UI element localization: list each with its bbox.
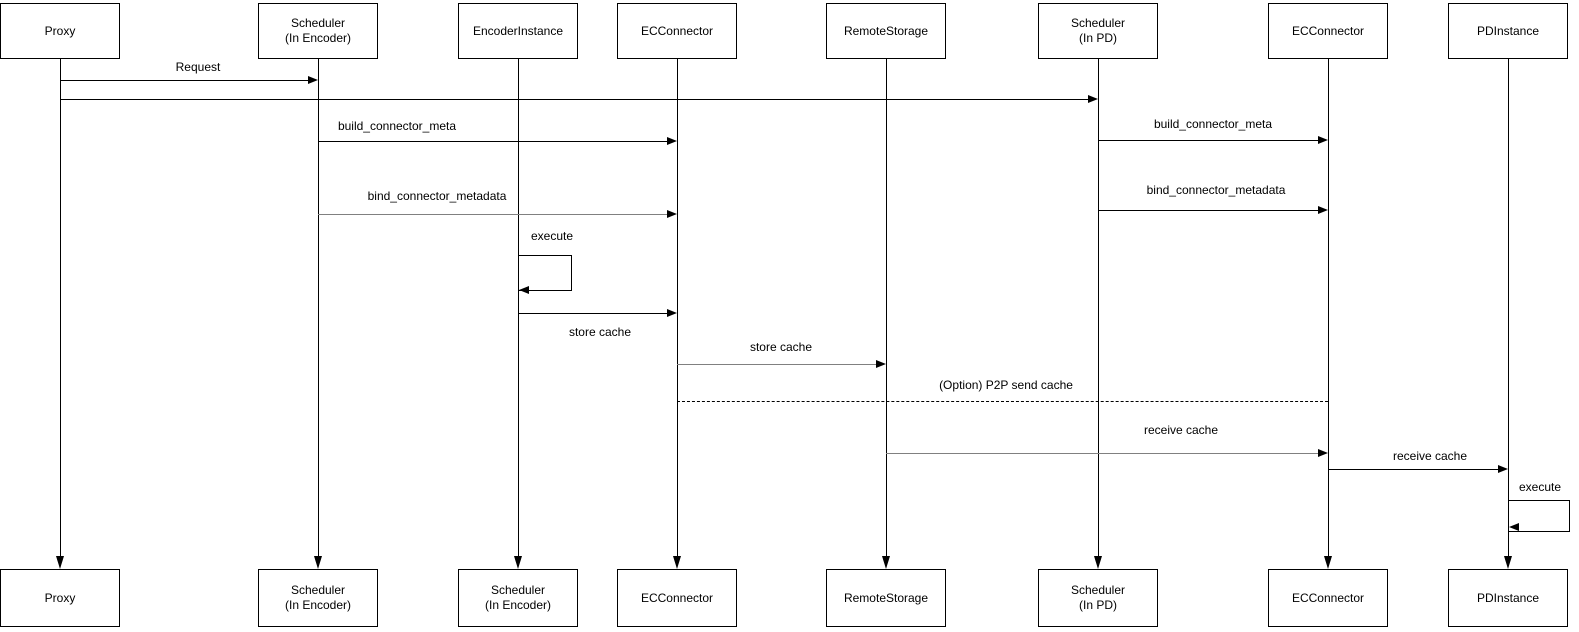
actor-label: Scheduler (In Encoder) [484,583,552,612]
actor-top-scheduler-in-encoder: Scheduler (In Encoder) [258,3,378,59]
actor-label: Scheduler (In Encoder) [284,583,352,612]
message-label-execute-encoder: execute [530,229,574,243]
actor-bottom-ec-connector-pd: ECConnector [1268,569,1388,627]
lifeline-end-arrow-icon [1324,556,1332,569]
lifeline-remote-storage [886,59,887,556]
message-label-receive-cache-remote: receive cache [1143,423,1219,437]
actor-top-ec-connector-encoder: ECConnector [617,3,737,59]
lifeline-pd-instance [1508,59,1509,556]
message-line-bind-connector-metadata-encoder [318,214,668,215]
actor-label: Scheduler (In PD) [1070,16,1126,45]
actor-label: Scheduler (In Encoder) [284,16,352,45]
actor-label: EncoderInstance [472,23,564,38]
arrowhead-right-icon [667,210,677,218]
actor-label: Proxy [44,23,76,38]
message-line-build-connector-meta-encoder [318,141,668,142]
actor-label: ECConnector [640,23,714,38]
actor-top-ec-connector-pd: ECConnector [1268,3,1388,59]
arrowhead-right-icon [1088,95,1098,103]
lifeline-end-arrow-icon [882,556,890,569]
actor-bottom-ec-connector-encoder: ECConnector [617,569,737,627]
lifeline-end-arrow-icon [56,556,64,569]
message-label-store-cache-remote: store cache [749,340,813,354]
message-label-execute-pd: execute [1518,480,1562,494]
lifeline-end-arrow-icon [1504,556,1512,569]
message-label-bind-connector-metadata-pd: bind_connector_metadata [1146,183,1286,197]
message-label-store-cache-encoder: store cache [568,325,632,339]
actor-label: RemoteStorage [843,23,929,38]
message-label-bind-connector-metadata-encoder: bind_connector_metadata [367,189,507,203]
arrowhead-right-icon [1498,465,1508,473]
actor-top-remote-storage: RemoteStorage [826,3,946,59]
arrowhead-right-icon [308,76,318,84]
actor-label: Scheduler (In PD) [1070,583,1126,612]
lifeline-scheduler-in-pd [1098,59,1099,556]
actor-label: RemoteStorage [843,590,929,605]
message-line-receive-cache-remote [886,453,1319,454]
actor-label: ECConnector [1291,23,1365,38]
lifeline-end-arrow-icon [673,556,681,569]
message-line-build-connector-meta-pd [1098,140,1319,141]
actor-label: ECConnector [640,590,714,605]
message-label-build-connector-meta-pd: build_connector_meta [1153,117,1273,131]
arrowhead-right-icon [1318,206,1328,214]
actor-label: PDInstance [1476,23,1540,38]
arrowhead-right-icon [1318,136,1328,144]
actor-bottom-proxy: Proxy [0,569,120,627]
self-call-loop-pd [1508,500,1570,532]
arrowhead-right-icon [667,309,677,317]
actor-label: PDInstance [1476,590,1540,605]
actor-top-encoder-instance: EncoderInstance [458,3,578,59]
message-label-receive-cache-pd: receive cache [1392,449,1468,463]
lifeline-scheduler-in-encoder [318,59,319,556]
message-line-receive-cache-pd [1328,469,1499,470]
actor-top-pd-instance: PDInstance [1448,3,1568,59]
actor-bottom-pd-instance: PDInstance [1448,569,1568,627]
self-call-loop-encoder [518,255,572,291]
message-label-build-connector-meta-encoder: build_connector_meta [337,119,457,133]
message-line-proxy-to-scheduler-pd [60,99,1089,100]
arrowhead-left-icon [1509,523,1519,531]
message-line-store-cache-encoder [518,313,668,314]
arrowhead-left-icon [519,286,529,294]
actor-label: Proxy [44,590,76,605]
message-line-request [60,80,309,81]
message-line-store-cache-remote [677,364,877,365]
message-label-request: Request [175,60,221,74]
lifeline-end-arrow-icon [1094,556,1102,569]
actor-bottom-encoder-instance: Scheduler (In Encoder) [458,569,578,627]
actor-top-proxy: Proxy [0,3,120,59]
actor-label: ECConnector [1291,590,1365,605]
actor-bottom-scheduler-in-encoder: Scheduler (In Encoder) [258,569,378,627]
arrowhead-right-icon [876,360,886,368]
arrowhead-right-icon [667,137,677,145]
lifeline-ec-connector-encoder [677,59,678,556]
lifeline-ec-connector-pd [1328,59,1329,556]
actor-top-scheduler-in-pd: Scheduler (In PD) [1038,3,1158,59]
message-line-p2p-send-cache [677,401,1328,402]
message-label-p2p-send-cache: (Option) P2P send cache [939,378,1073,392]
actor-bottom-scheduler-in-pd: Scheduler (In PD) [1038,569,1158,627]
lifeline-end-arrow-icon [514,556,522,569]
lifeline-end-arrow-icon [314,556,322,569]
message-line-bind-connector-metadata-pd [1098,210,1319,211]
lifeline-proxy [60,59,61,556]
actor-bottom-remote-storage: RemoteStorage [826,569,946,627]
arrowhead-right-icon [1318,449,1328,457]
lifeline-encoder-instance [518,59,519,556]
